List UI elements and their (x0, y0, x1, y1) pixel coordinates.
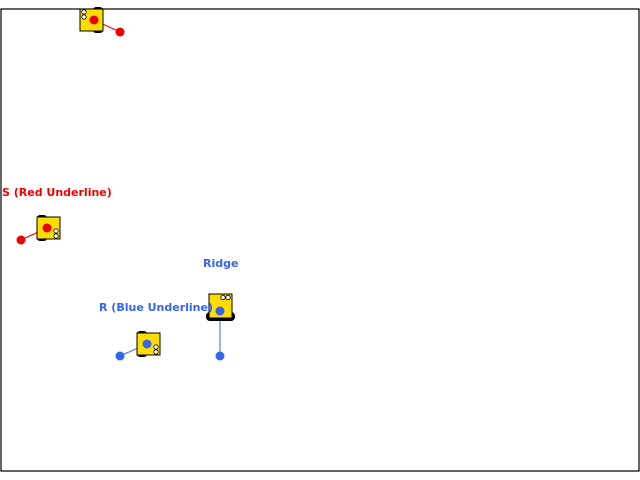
robot-s-red-underline[interactable]: S (Red Underline) (2, 186, 112, 245)
robot-center-dot (142, 339, 152, 349)
robot-ridge[interactable]: Ridge (203, 257, 238, 361)
robot-center-dot (89, 15, 99, 25)
robot-sensor (153, 349, 159, 355)
robot-body (208, 293, 233, 319)
target-dot (16, 235, 26, 245)
target-dot (215, 351, 225, 361)
robot-label: Ridge (203, 257, 238, 270)
robot-sensor (53, 233, 59, 239)
robot-center-dot (42, 223, 52, 233)
arena-border (0, 8, 640, 472)
target-dot (115, 27, 125, 37)
robot-sensor (153, 344, 159, 350)
robot-sensor (53, 228, 59, 234)
robot-sensor (81, 9, 87, 15)
robot-center-dot (215, 306, 225, 316)
robot-unlabeled-red[interactable] (79, 7, 125, 37)
robot-label: R (Blue Underline) (99, 301, 213, 314)
robot-sensor (220, 294, 226, 301)
robot-sensor (225, 294, 231, 301)
target-dot (115, 351, 125, 361)
robot-label: S (Red Underline) (2, 186, 112, 199)
robot-sensor (81, 14, 87, 20)
robot-r-blue-underline[interactable]: R (Blue Underline) (99, 301, 213, 361)
